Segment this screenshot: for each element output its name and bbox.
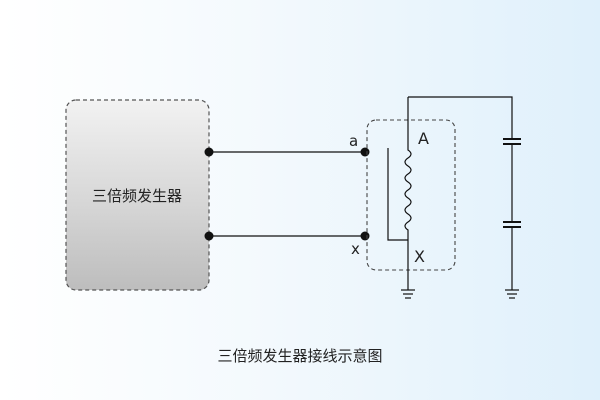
terminal-x-label: x xyxy=(351,240,360,258)
ground-icon xyxy=(401,289,415,299)
generator-terminal-bottom-dot xyxy=(204,231,214,241)
terminal-A-label: A xyxy=(418,129,429,148)
terminal-x-dot xyxy=(360,231,370,241)
terminal-a-label: a xyxy=(349,132,358,150)
low-voltage-winding xyxy=(387,148,408,241)
generator-terminal-top-dot xyxy=(204,147,214,157)
diagram-caption: 三倍频发生器接线示意图 xyxy=(217,347,382,365)
generator-label: 三倍频发生器 xyxy=(92,187,182,205)
transformer-box xyxy=(366,119,456,271)
generator-box xyxy=(65,99,210,291)
terminal-a-dot xyxy=(360,147,370,157)
capacitor-icon xyxy=(503,138,521,145)
capacitor-icon xyxy=(503,221,521,228)
wire-to-capacitors xyxy=(408,96,513,139)
high-voltage-coil xyxy=(404,97,412,290)
ground-icon xyxy=(505,289,519,299)
terminal-X-label: X xyxy=(414,247,425,266)
